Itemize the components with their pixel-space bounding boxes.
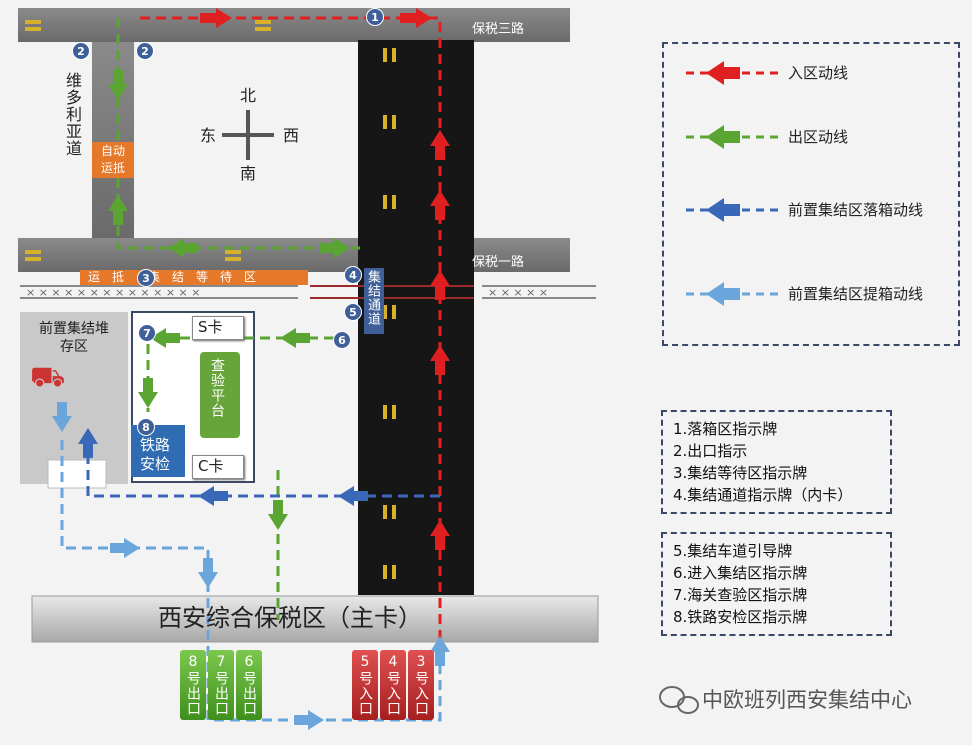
sign-item: 8.铁路安检区指示牌 [673, 608, 808, 626]
marker-3: 3 [137, 269, 155, 287]
mid-road-label: 保税一路 [472, 255, 525, 270]
drop-arrows [78, 428, 368, 506]
waiting-area-label: 运 抵 集 结 等 待 区 [88, 270, 257, 284]
entry-route [140, 16, 442, 640]
marker-4: 4 [344, 266, 362, 284]
exit-arrows [108, 70, 350, 530]
legend-exit-route: 出区动线 [788, 128, 849, 146]
main-gate-bar [31, 595, 599, 643]
gate-entry-5: 5号入口 [352, 650, 378, 720]
rail-check-label: 铁路安检 [140, 436, 171, 473]
sign-list-2: 5.集结车道引导牌 6.进入集结区指示牌 7.海关查验区指示牌 8.铁路安检区指… [661, 532, 892, 636]
pickup-arrows [52, 402, 450, 730]
lane-marks [25, 20, 396, 579]
auto-charge-label: 自动运抵 [100, 144, 125, 175]
sign-item: 6.进入集结区指示牌 [673, 564, 808, 582]
assembly-channel-box [364, 268, 384, 334]
sign-item: 2.出口指示 [673, 442, 748, 460]
compass-east: 东 [200, 126, 217, 145]
entry-arrows [200, 8, 450, 550]
top-road-label: 保税三路 [472, 22, 525, 37]
marker-5: 5 [344, 303, 362, 321]
gate-exit-8: 8号出口 [180, 650, 206, 720]
c-card-box [192, 455, 244, 479]
sign-item: 7.海关查验区指示牌 [673, 586, 808, 604]
fence [20, 285, 596, 299]
c-card-label: C卡 [198, 457, 224, 475]
legend-pickup-route: 前置集结区提箱动线 [788, 285, 924, 303]
sign-item: 1.落箱区指示牌 [673, 420, 778, 438]
marker-6: 6 [333, 331, 351, 349]
inspection-platform-block [200, 352, 240, 438]
watermark-text: 中欧班列西安集结中心 [702, 688, 912, 712]
marker-8: 8 [137, 418, 155, 436]
gate-exit-7: 7号出口 [208, 650, 234, 720]
svg-text:× × × × × × × × × × × × × ×: × × × × × × × × × × × × × × [26, 286, 201, 299]
marker-7: 7 [138, 324, 156, 342]
staging-storage-label: 前置集结堆存区 [39, 321, 109, 355]
marker-1: 1 [366, 8, 384, 26]
sign-item: 3.集结等待区指示牌 [673, 464, 808, 482]
compass-north: 北 [240, 86, 257, 105]
sign-item: 5.集结车道引导牌 [673, 542, 793, 560]
pickup-route [60, 440, 442, 722]
drop-route [86, 430, 440, 498]
legend-entry-route: 入区动线 [788, 64, 849, 82]
legend-samples [686, 61, 780, 306]
marker-2-left: 2 [72, 42, 90, 60]
left-road-label: 维多利亚道 [63, 72, 82, 157]
sign-item: 4.集结通道指示牌（内卡） [673, 486, 853, 504]
main-gate-label: 西安综合保税区（主卡） [158, 604, 422, 632]
mid-road [18, 238, 570, 272]
auto-charge-box: 自动运抵 [92, 142, 134, 178]
gate-entry-3: 3号入口 [408, 650, 434, 720]
compass-south: 南 [240, 164, 257, 183]
s-card-label: S卡 [198, 318, 223, 336]
top-road [18, 8, 570, 42]
gate-exit-6: 6号出口 [236, 650, 262, 720]
compass-west: 西 [283, 126, 300, 145]
compass-cross [222, 110, 274, 160]
wechat-icon [659, 686, 699, 714]
marker-2-right: 2 [136, 42, 154, 60]
sign-list-1: 1.落箱区指示牌 2.出口指示 3.集结等待区指示牌 4.集结通道指示牌（内卡） [661, 410, 892, 514]
legend-drop-route: 前置集结区落箱动线 [788, 201, 924, 219]
staging-storage-block [20, 312, 128, 484]
inspection-platform-label: 查验平台 [209, 358, 225, 418]
forklift-icon: ⛟ [30, 360, 66, 393]
gate-entry-4: 4号入口 [380, 650, 406, 720]
assembly-channel-label: 集结通道 [365, 270, 380, 326]
legend-box [662, 42, 960, 346]
svg-text:× × × × ×: × × × × × [488, 286, 548, 299]
s-card-box [192, 316, 244, 340]
